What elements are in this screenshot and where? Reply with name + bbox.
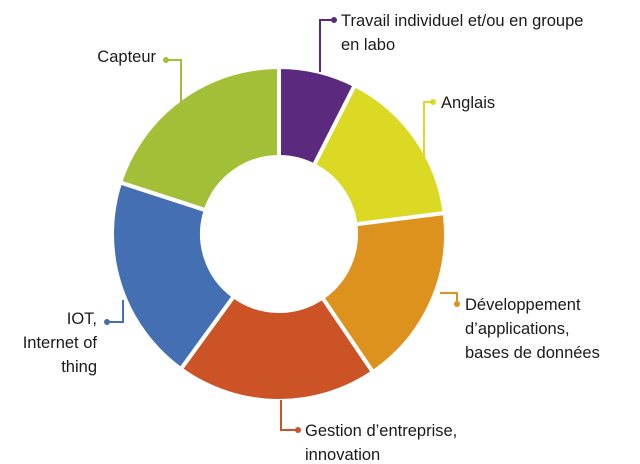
slice-label-line: Anglais: [441, 94, 495, 112]
leader-line-5: [166, 59, 182, 108]
slice-label-line: Développement: [465, 296, 581, 314]
leader-dot-3: [295, 427, 301, 433]
slice-label-line: IOT,: [67, 310, 97, 328]
leader-line-4: [107, 300, 124, 323]
leader-dot-4: [104, 319, 110, 325]
donut-slice-1: [311, 82, 447, 227]
slice-label-line: thing: [61, 358, 97, 376]
slice-label-line: Gestion d’entreprise,: [305, 422, 457, 440]
leader-line-0: [319, 19, 334, 72]
slice-label-line: bases de données: [465, 344, 600, 362]
slice-label-0: Travail individuel et/ou en groupe en lab…: [341, 12, 583, 54]
slice-label-line: d’applications,: [465, 320, 570, 338]
donut-slice-2: [319, 210, 448, 375]
donut-slice-3: [178, 293, 376, 403]
slice-label-4: IOT, Internet of thing: [23, 310, 98, 376]
leader-dot-0: [331, 17, 337, 23]
slice-label-line: Capteur: [97, 48, 156, 66]
leader-dot-5: [163, 57, 169, 63]
leader-dot-1: [430, 99, 436, 105]
slice-label-2: Développement d’applications, bases de don…: [465, 296, 600, 362]
slice-label-line: en labo: [341, 36, 395, 54]
slice-label-3: Gestion d’entreprise, innovation: [305, 422, 457, 464]
donut-slice-4: [110, 179, 237, 372]
slice-label-line: innovation: [305, 446, 380, 464]
slice-label-line: Travail individuel et/ou en groupe: [341, 12, 583, 30]
leader-dot-2: [454, 301, 460, 307]
slice-label-line: Internet of: [23, 334, 98, 352]
slice-label-5: Capteur: [97, 48, 156, 66]
slice-label-1: Anglais: [441, 94, 495, 112]
leader-line-3: [280, 400, 298, 431]
donut-slice-5: [117, 64, 281, 213]
leader-line-2: [440, 292, 458, 304]
